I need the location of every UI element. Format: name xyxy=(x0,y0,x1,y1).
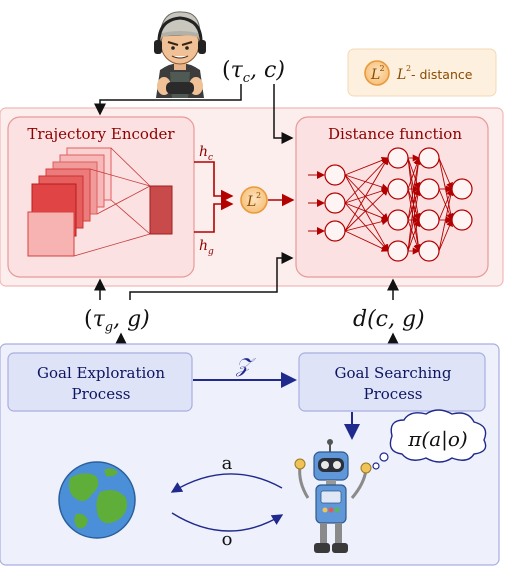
nn-connection xyxy=(407,157,422,221)
observation-arrow xyxy=(171,512,284,532)
l2-distance-node: L 2 xyxy=(240,186,268,214)
environment-earth-icon xyxy=(58,461,136,539)
nn-neuron xyxy=(324,220,346,242)
goal-exploration-box xyxy=(7,352,193,412)
action-label: a xyxy=(222,453,233,474)
svg-text:L: L xyxy=(246,194,256,210)
tau-c-label: (τc, c) xyxy=(222,58,285,86)
trajectory-encoder-title: Trajectory Encoder xyxy=(27,125,175,143)
svg-text:2: 2 xyxy=(256,191,261,200)
nn-neuron xyxy=(324,192,346,214)
hc-label: hc xyxy=(199,144,213,163)
nn-connection xyxy=(438,188,455,252)
nn-neuron xyxy=(418,147,440,169)
nn-neuron xyxy=(387,178,409,200)
goal-exploration-line2: Process xyxy=(72,385,131,403)
legend-l2-icon xyxy=(364,60,390,86)
nn-connection xyxy=(407,219,421,252)
hg-label: hg xyxy=(199,238,214,257)
nn-connection xyxy=(344,202,389,252)
nn-connection xyxy=(344,174,389,191)
nn-neuron xyxy=(418,209,440,231)
policy-thought-cloud: π(a|o) xyxy=(372,409,487,470)
nn-connection xyxy=(344,157,389,232)
encoder-embedding-vector xyxy=(149,185,173,235)
distance-neural-network xyxy=(308,147,473,262)
legend-box: L 2 L 2 - distance xyxy=(347,48,497,97)
legend-icon-symbol: L xyxy=(370,67,380,83)
action-arrow xyxy=(170,473,283,493)
nn-connection xyxy=(344,218,389,232)
embedding-connector xyxy=(194,161,234,233)
tau-g-label: (τg, g) xyxy=(84,307,150,335)
nn-connection xyxy=(407,157,422,252)
nn-connection xyxy=(344,202,389,222)
nn-connection xyxy=(407,188,422,252)
nn-connection xyxy=(344,157,389,204)
nn-connection xyxy=(438,219,453,252)
goal-searching-box xyxy=(298,352,486,412)
goal-searching-line2: Process xyxy=(364,385,423,403)
nn-connection xyxy=(344,188,389,232)
legend-icon-sup: 2 xyxy=(380,64,385,73)
nn-neuron xyxy=(387,209,409,231)
nn-connection xyxy=(344,156,389,176)
nn-neuron xyxy=(451,178,473,200)
human-player-avatar xyxy=(154,11,206,98)
goal-exploration-line1: Goal Exploration xyxy=(37,364,165,382)
policy-label: π(a|o) xyxy=(407,427,467,452)
distance-output-label: d(c, g) xyxy=(353,307,425,332)
legend-label-sup: 2 xyxy=(406,64,411,73)
nn-connection xyxy=(344,187,389,204)
nn-neuron xyxy=(324,164,346,186)
nn-connection xyxy=(344,230,389,252)
nn-neuron xyxy=(418,178,440,200)
nn-connection xyxy=(438,157,453,190)
nn-neuron xyxy=(451,209,473,231)
encoder-conv-layers xyxy=(27,147,173,257)
robot-agent-icon xyxy=(294,439,372,553)
nn-connection xyxy=(344,174,389,252)
game-controller-icon xyxy=(166,82,194,94)
legend-label-symbol: L xyxy=(396,67,406,83)
goal-searching-line1: Goal Searching xyxy=(335,364,452,382)
nn-connection xyxy=(344,174,389,221)
nn-neuron xyxy=(387,147,409,169)
nn-neuron xyxy=(387,240,409,262)
observation-label: o xyxy=(222,529,233,550)
distance-function-title: Distance function xyxy=(328,125,462,143)
nn-neuron xyxy=(418,240,440,262)
goal-set-label: 𝒵 xyxy=(235,353,256,377)
legend-label-text: - distance xyxy=(411,67,473,82)
